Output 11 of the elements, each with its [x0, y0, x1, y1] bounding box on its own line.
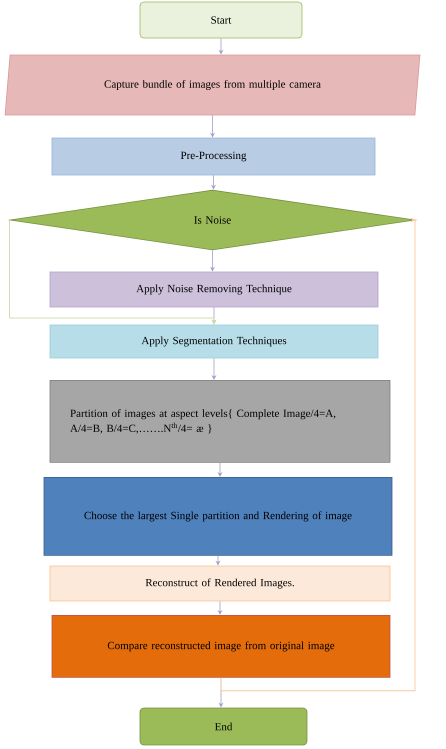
process-box: Compare reconstructed image from original image [52, 615, 390, 678]
terminal-box: End [140, 708, 308, 746]
input-parallelogram: Capture bundle of images from multiple camera [4, 54, 420, 116]
process-box: Partition of images at aspect levels{ Complete Image/4=A, A/4=B, B/4=C,…….N$^{th}$/4= æ } [50, 380, 390, 463]
process-box: Apply Segmentation Techniques [50, 324, 378, 358]
terminal-box: Start [140, 2, 302, 38]
process-box: Apply Noise Removing Technique [50, 272, 378, 308]
process-box: Pre-Processing [52, 138, 376, 176]
process-box: Reconstruct of Rendered Images. [50, 566, 390, 602]
process-box: Choose the largest Single partition and Rendering of image [44, 477, 392, 556]
arrow [220, 217, 416, 692]
